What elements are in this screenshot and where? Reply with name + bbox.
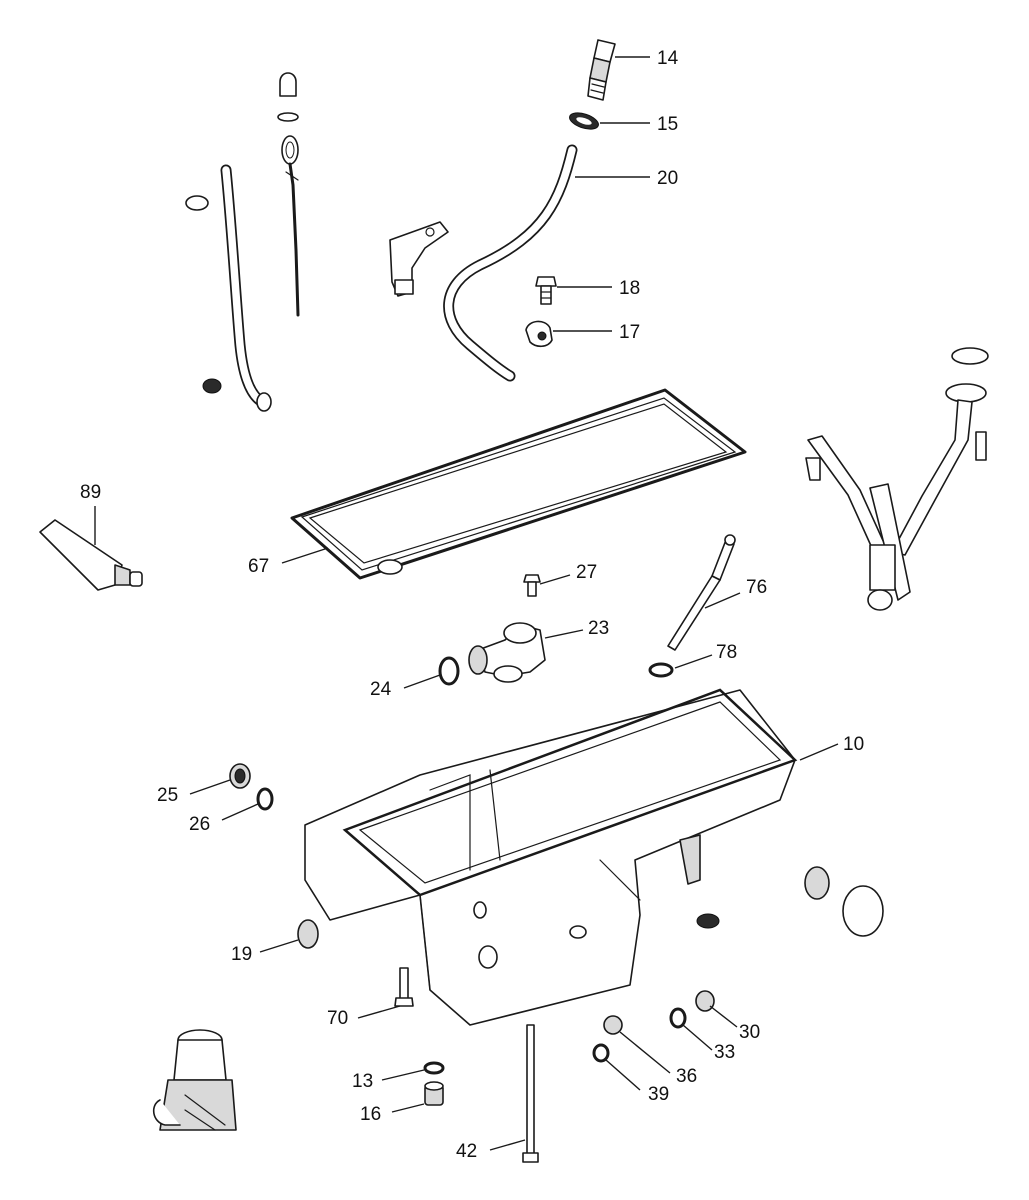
callout-78: 78 — [716, 642, 737, 663]
bracket — [389, 221, 449, 297]
callout-25: 25 — [157, 785, 178, 806]
part-24-o-ring — [438, 656, 460, 686]
part-30-washer — [695, 990, 715, 1012]
callout-36: 36 — [676, 1066, 697, 1087]
oil-pickup-pipe — [805, 347, 989, 611]
part-23-suction-neck — [468, 622, 546, 683]
part-10-oil-pan — [304, 688, 798, 1026]
part-42-long-bolt — [522, 1024, 539, 1163]
callout-24: 24 — [370, 679, 392, 700]
callout-23: 23 — [588, 618, 609, 639]
callout-19: 19 — [231, 944, 252, 965]
part-36-washer — [603, 1015, 623, 1035]
callout-67: 67 — [248, 556, 269, 577]
part-70-bolt — [394, 967, 414, 1007]
part-15-seal-ring — [569, 112, 599, 130]
part-17-clip — [525, 320, 553, 348]
callout-17: 17 — [619, 322, 640, 343]
part-33-washer — [669, 1007, 687, 1029]
part-26-ring — [256, 787, 274, 811]
drain-plug-right — [696, 866, 884, 937]
part-76-dipstick-sensor — [667, 534, 736, 651]
callout-13: 13 — [352, 1071, 373, 1092]
dipstick-tube — [185, 164, 272, 412]
callout-27: 27 — [576, 562, 597, 583]
callout-18: 18 — [619, 278, 640, 299]
callout-76: 76 — [746, 577, 767, 598]
part-18-bolt — [535, 276, 557, 305]
part-16-drain-plug — [424, 1081, 444, 1106]
callout-70: 70 — [327, 1008, 348, 1029]
part-13-ring — [423, 1061, 445, 1075]
callout-89: 89 — [80, 482, 101, 503]
filter-assembly — [152, 1029, 237, 1131]
callout-30: 30 — [739, 1022, 760, 1043]
leader-lines — [94, 56, 839, 1151]
callout-26: 26 — [189, 814, 210, 835]
part-19-plug — [297, 919, 319, 949]
part-20-bent-tube — [443, 144, 578, 382]
callout-33: 33 — [714, 1042, 735, 1063]
part-39-washer — [592, 1043, 610, 1063]
part-27-bolt — [523, 574, 541, 597]
part-67-gasket — [290, 388, 747, 580]
callout-15: 15 — [657, 114, 678, 135]
callout-16: 16 — [360, 1104, 381, 1125]
part-89-sealant-tube — [39, 519, 143, 591]
callout-20: 20 — [657, 168, 678, 189]
part-25-plug — [229, 763, 251, 789]
callout-39: 39 — [648, 1084, 669, 1105]
callout-10: 10 — [843, 734, 864, 755]
callout-14: 14 — [657, 48, 679, 69]
callout-labels: 14 15 20 18 17 89 67 27 76 23 24 78 10 2… — [80, 48, 864, 1162]
part-14-sensor — [587, 39, 616, 101]
dipstick-assembly — [277, 72, 300, 317]
callout-42: 42 — [456, 1141, 477, 1162]
part-78-ring — [648, 662, 674, 678]
